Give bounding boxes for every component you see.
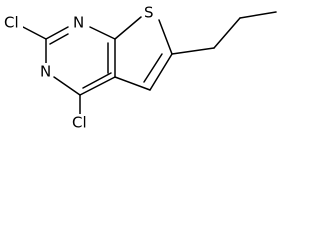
atom-label-cl-top: Cl — [4, 14, 19, 32]
bond-c5-c6 — [149, 53, 173, 91]
bond-c7a-s — [114, 16, 142, 40]
bond-c2-n1-double — [49, 33, 69, 45]
bond-cl-c2 — [22, 26, 47, 40]
atom-labels: Cl N N Cl S — [3, 4, 156, 132]
bond-ch2a-ch2b — [213, 17, 241, 49]
bond-c4-c4a — [79, 76, 116, 96]
atom-label-s: S — [144, 4, 154, 22]
atom-label-cl-bottom: Cl — [72, 114, 87, 132]
bond-c4a-c5 — [114, 76, 151, 91]
atom-label-n-top: N — [73, 14, 84, 32]
bond-s-c6 — [158, 19, 173, 55]
bond-c2-n1 — [45, 26, 69, 40]
bond-ch2b-ch3 — [239, 11, 277, 19]
atom-label-n-left: N — [40, 63, 51, 81]
bond-c5-c6-double — [143, 53, 163, 83]
bonds — [22, 11, 277, 115]
bond-n1-c7a — [89, 26, 116, 40]
bond-n3-c4 — [53, 76, 81, 96]
bond-c6-ch2a — [171, 47, 215, 55]
bond-c4-c4a-double — [82, 72, 112, 89]
molecule-diagram: Cl N N Cl S — [3, 4, 277, 132]
